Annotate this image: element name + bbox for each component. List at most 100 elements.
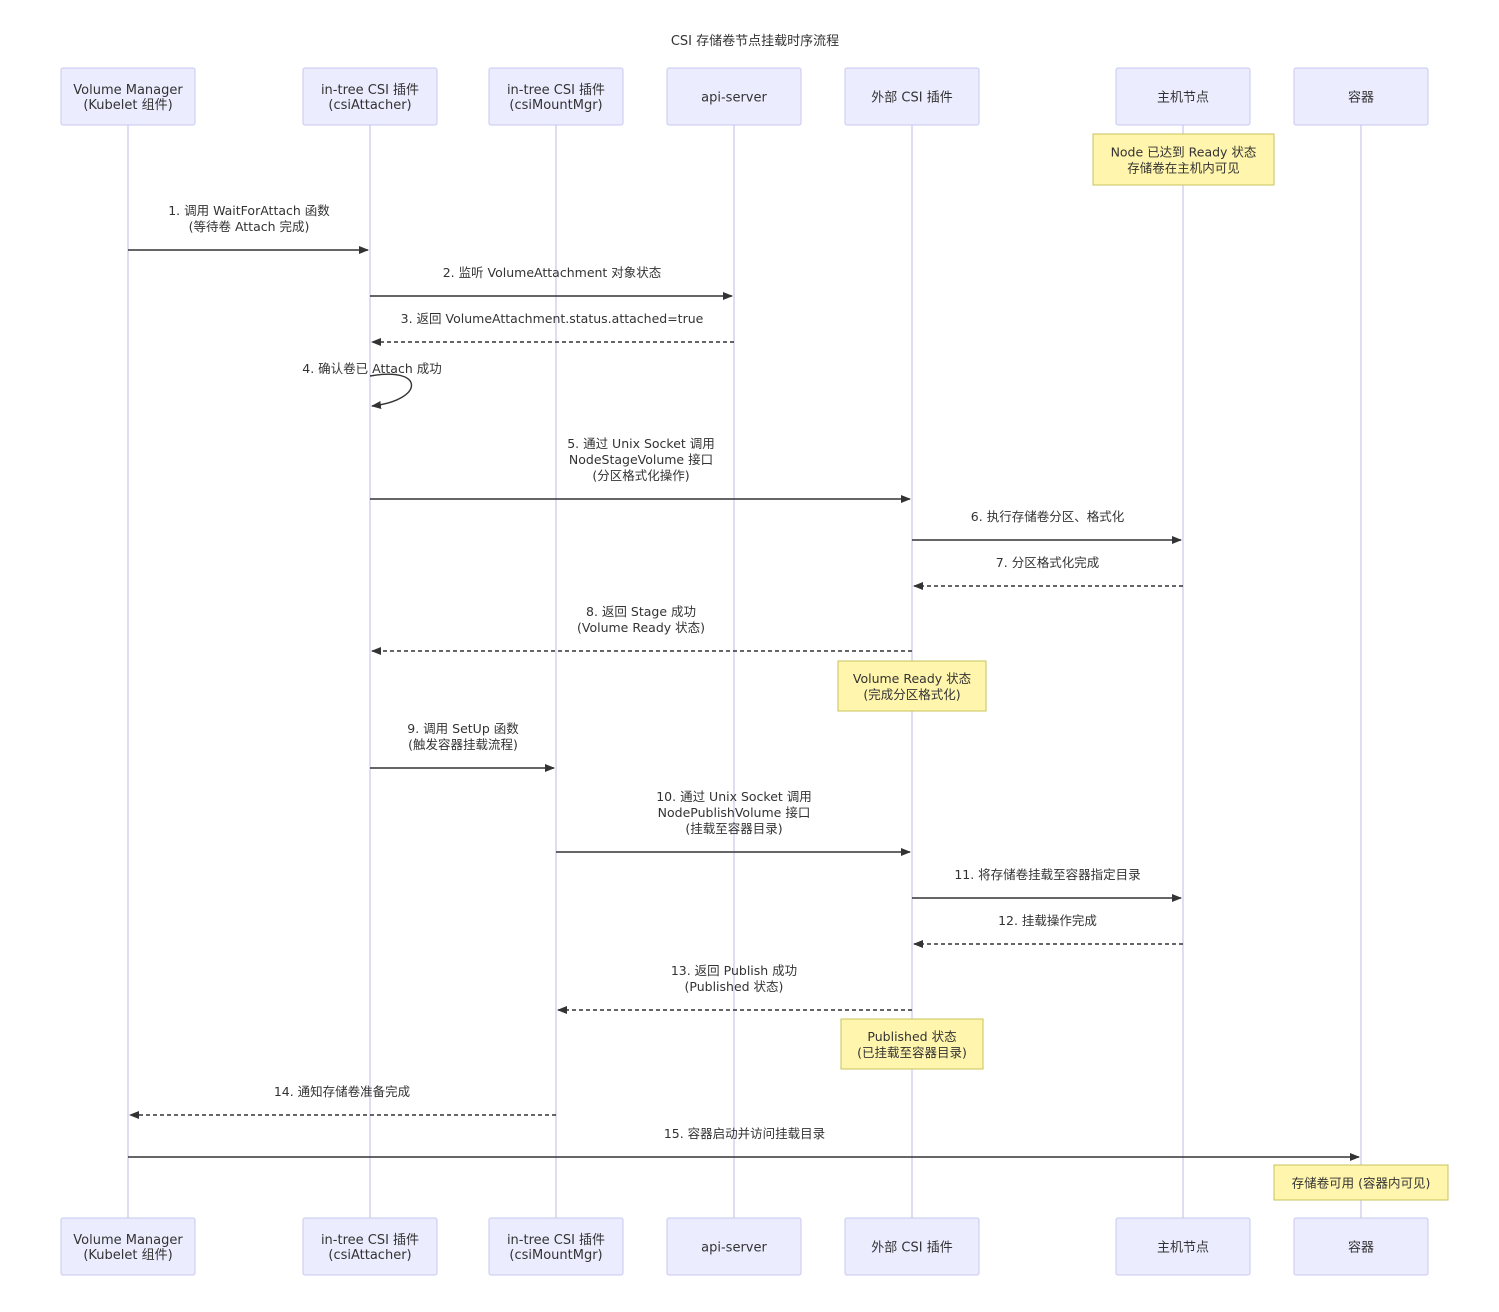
actor-mnt-top: in-tree CSI 插件(csiMountMgr) (488, 67, 624, 126)
actor-vm-bottom: Volume Manager(Kubelet 组件) (60, 1217, 196, 1276)
message-3: 3. 返回 VolumeAttachment.status.attached=t… (371, 311, 734, 346)
message-label: 9. 调用 SetUp 函数 (407, 721, 519, 736)
message-label: 8. 返回 Stage 成功 (586, 604, 696, 619)
actor-box (844, 1217, 980, 1276)
actor-box (666, 1217, 802, 1276)
actor-label: 外部 CSI 插件 (871, 91, 952, 106)
actor-label: in-tree CSI 插件 (507, 83, 605, 98)
message-label: 7. 分区格式化完成 (996, 555, 1099, 570)
note-box (837, 660, 987, 712)
message-15: 15. 容器启动并访问挂载目录 (128, 1126, 1360, 1161)
note-label: Node 已达到 Ready 状态 (1111, 145, 1257, 160)
message-2: 2. 监听 VolumeAttachment 对象状态 (370, 265, 733, 300)
actor-label: 主机节点 (1157, 1241, 1209, 1256)
message-label: (Published 状态) (685, 979, 784, 994)
message-label: 4. 确认卷已 Attach 成功 (302, 361, 441, 376)
actor-label: (csiAttacher) (328, 98, 411, 113)
message-7: 7. 分区格式化完成 (913, 555, 1183, 590)
message-9: 9. 调用 SetUp 函数(触发容器挂载流程) (370, 721, 555, 772)
actor-label: (csiAttacher) (328, 1248, 411, 1263)
message-label: 5. 通过 Unix Socket 调用 (567, 436, 715, 451)
message-label: 6. 执行存储卷分区、格式化 (971, 509, 1125, 524)
message-1: 1. 调用 WaitForAttach 函数(等待卷 Attach 完成) (128, 203, 369, 254)
message-6: 6. 执行存储卷分区、格式化 (912, 509, 1182, 544)
actor-label: in-tree CSI 插件 (321, 1233, 419, 1248)
actor-host-bottom: 主机节点 (1115, 1217, 1251, 1276)
note-label: (完成分区格式化) (863, 687, 960, 702)
actor-att-top: in-tree CSI 插件(csiAttacher) (302, 67, 438, 126)
actor-box (1293, 67, 1429, 126)
self-arrow (369, 373, 413, 409)
message-8: 8. 返回 Stage 成功(Volume Ready 状态) (371, 604, 912, 655)
actor-box (60, 1217, 196, 1276)
message-14: 14. 通知存储卷准备完成 (129, 1084, 556, 1119)
actor-label: (Kubelet 组件) (83, 1248, 172, 1263)
actor-api-bottom: api-server (666, 1217, 802, 1276)
actor-label: api-server (701, 1241, 767, 1256)
actor-ctr-bottom: 容器 (1293, 1217, 1429, 1276)
note-label: (已挂载至容器目录) (857, 1045, 967, 1060)
message-label: 3. 返回 VolumeAttachment.status.attached=t… (401, 311, 704, 326)
message-12: 12. 挂载操作完成 (913, 913, 1183, 948)
actor-ext-bottom: 外部 CSI 插件 (844, 1217, 980, 1276)
actor-label: (Kubelet 组件) (83, 98, 172, 113)
actor-label: api-server (701, 91, 767, 106)
actor-vm-top: Volume Manager(Kubelet 组件) (60, 67, 196, 126)
actor-box (488, 1217, 624, 1276)
actor-api-top: api-server (666, 67, 802, 126)
note-ctr: 存储卷可用 (容器内可见) (1273, 1164, 1449, 1201)
note-box (1092, 133, 1275, 186)
actor-host-top: 主机节点 (1115, 67, 1251, 126)
actor-ext-top: 外部 CSI 插件 (844, 67, 980, 126)
note-label: Published 状态 (867, 1029, 956, 1044)
message-label: (等待卷 Attach 完成) (189, 219, 310, 234)
message-label: 14. 通知存储卷准备完成 (274, 1084, 410, 1099)
message-label: 1. 调用 WaitForAttach 函数 (168, 203, 330, 218)
actor-mnt-bottom: in-tree CSI 插件(csiMountMgr) (488, 1217, 624, 1276)
actor-label: Volume Manager (73, 83, 183, 98)
note-label: 存储卷可用 (容器内可见) (1292, 1176, 1431, 1191)
actors: Volume Manager(Kubelet 组件)Volume Manager… (60, 67, 1429, 1276)
messages: 1. 调用 WaitForAttach 函数(等待卷 Attach 完成) 2. … (128, 203, 1360, 1161)
actor-box (60, 67, 196, 126)
actor-label: 外部 CSI 插件 (871, 1241, 952, 1256)
actor-box (1293, 1217, 1429, 1276)
actor-label: (csiMountMgr) (509, 1248, 602, 1263)
message-label: (挂载至容器目录) (685, 821, 782, 836)
note-ext: Published 状态(已挂载至容器目录) (840, 1018, 984, 1070)
message-label: 13. 返回 Publish 成功 (671, 963, 797, 978)
actor-label: (csiMountMgr) (509, 98, 602, 113)
message-13: 13. 返回 Publish 成功(Published 状态) (557, 963, 912, 1014)
message-label: 10. 通过 Unix Socket 调用 (656, 789, 812, 804)
actor-box (1115, 1217, 1251, 1276)
message-label: 15. 容器启动并访问挂载目录 (664, 1126, 825, 1141)
message-11: 11. 将存储卷挂载至容器指定目录 (912, 867, 1182, 902)
message-label: (分区格式化操作) (592, 468, 689, 483)
actor-label: 容器 (1348, 90, 1374, 106)
actor-box (1115, 67, 1251, 126)
actor-box (488, 67, 624, 126)
message-label: 11. 将存储卷挂载至容器指定目录 (954, 867, 1140, 882)
note-label: 存储卷在主机内可见 (1127, 161, 1240, 176)
actor-box (844, 67, 980, 126)
message-label: (Volume Ready 状态) (577, 620, 705, 635)
lifelines (127, 125, 1362, 1218)
message-4: 4. 确认卷已 Attach 成功 (302, 361, 442, 409)
diagram-title: CSI 存储卷节点挂载时序流程 (671, 33, 839, 49)
note-ext: Volume Ready 状态(完成分区格式化) (837, 660, 987, 712)
actor-label: 容器 (1348, 1240, 1374, 1256)
actor-label: Volume Manager (73, 1233, 183, 1248)
note-label: Volume Ready 状态 (853, 671, 971, 686)
note-box (1273, 1164, 1449, 1201)
message-label: 2. 监听 VolumeAttachment 对象状态 (443, 265, 662, 280)
actor-att-bottom: in-tree CSI 插件(csiAttacher) (302, 1217, 438, 1276)
actor-label: 主机节点 (1157, 91, 1209, 106)
actor-label: in-tree CSI 插件 (507, 1233, 605, 1248)
actor-box (302, 1217, 438, 1276)
actor-ctr-top: 容器 (1293, 67, 1429, 126)
